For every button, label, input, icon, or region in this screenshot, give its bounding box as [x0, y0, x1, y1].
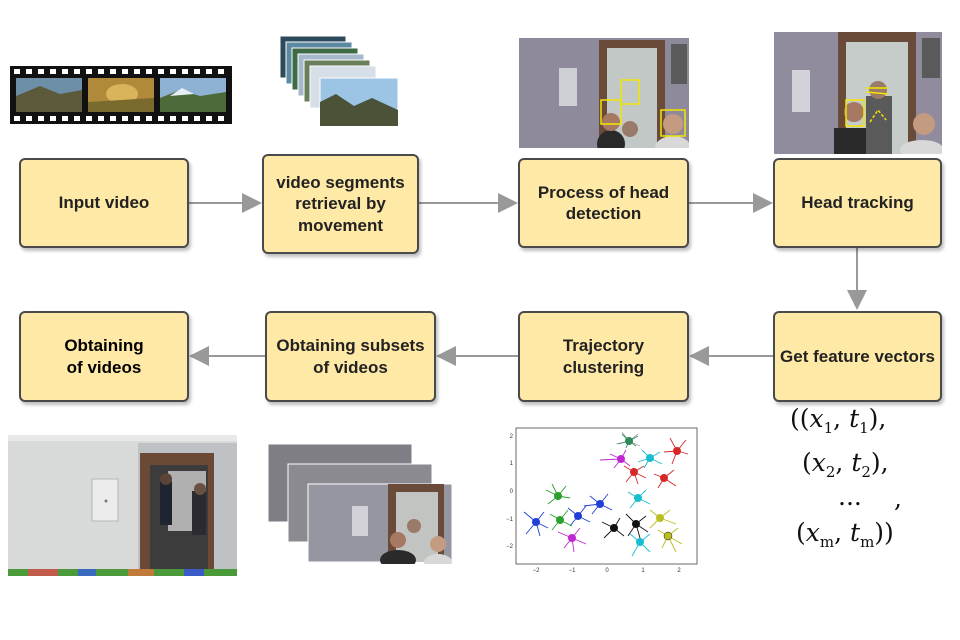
head-tracking-photo: [774, 32, 942, 154]
formula-subscript: m: [860, 533, 875, 551]
head-tracking-box: Head tracking: [773, 158, 942, 248]
formula-comma: ,: [894, 484, 902, 513]
feature-vector-formula: ((x1, t1), (x2, t2), ... , (xm, tm)): [780, 404, 950, 554]
formula-paren: ),: [868, 404, 887, 433]
formula-subscript: 2: [825, 463, 836, 481]
formula-var: x: [811, 448, 826, 477]
y-tick: 2: [510, 434, 514, 440]
stacked-frames-image: [279, 36, 399, 127]
formula-var: x: [809, 404, 824, 433]
video-subsets-box: Obtaining subsets of videos: [265, 311, 436, 402]
x-tick: 0: [605, 568, 609, 574]
x-tick: −2: [533, 568, 541, 574]
formula-subscript: 2: [861, 463, 871, 481]
y-tick: 1: [510, 461, 514, 467]
head-detection-photo: [519, 38, 689, 148]
formula-subscript: 1: [823, 419, 834, 437]
formula-line-4: (xm, tm)): [796, 518, 894, 551]
film-strip-image: [10, 66, 232, 124]
formula-line-2: (x2, t2),: [802, 448, 889, 481]
result-video-photo: [8, 435, 237, 576]
cluster-points: [523, 431, 689, 557]
video-subsets-image: [268, 444, 453, 564]
y-tick: −2: [506, 544, 514, 550]
obtaining-videos-box: Obtaining of videos: [19, 311, 189, 402]
formula-line-1: ((x1, t1),: [790, 404, 887, 437]
formula-var: t: [850, 518, 861, 547]
y-tick: 0: [510, 489, 514, 495]
y-tick: −1: [506, 517, 514, 523]
x-tick: 1: [641, 568, 645, 574]
formula-paren: ((: [790, 404, 810, 433]
formula-paren: ),: [870, 448, 889, 477]
formula-subscript: 1: [859, 419, 869, 437]
trajectory-cluster-plot: −2 −1 0 1 2 2 1 0 −1 −2: [506, 427, 698, 574]
x-tick: −1: [569, 568, 577, 574]
formula-subscript: m: [819, 533, 835, 551]
input-video-box: Input video: [19, 158, 189, 248]
formula-paren: (: [796, 518, 806, 547]
segments-retrieval-box: video segments retrieval by movement: [262, 154, 419, 254]
head-detection-box: Process of head detection: [518, 158, 689, 248]
formula-var: t: [851, 448, 862, 477]
trajectory-clustering-box: Trajectory clustering: [518, 311, 689, 402]
formula-paren: )): [874, 518, 894, 547]
formula-var: t: [849, 404, 860, 433]
formula-ellipsis: ...: [838, 482, 862, 511]
formula-paren: (: [802, 448, 812, 477]
feature-vectors-box: Get feature vectors: [773, 311, 942, 402]
formula-var: x: [805, 518, 820, 547]
x-tick: 2: [677, 568, 681, 574]
